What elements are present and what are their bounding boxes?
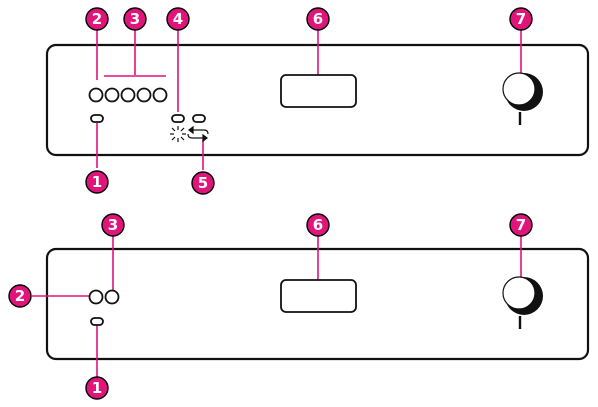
callout-6-top: 6 — [306, 7, 330, 31]
callout-3-bottom-label: 3 — [108, 216, 118, 234]
display-top — [280, 74, 357, 108]
callout-2-bottom-label: 2 — [15, 287, 25, 305]
callout-7-top-circle — [509, 7, 533, 31]
indicator-4-right — [192, 114, 206, 123]
program-indicator-2 — [120, 87, 136, 103]
callout-2-top-label: 2 — [92, 10, 102, 28]
indicator-2-top — [88, 87, 104, 103]
panel-top: 2 3 4 6 7 1 5 — [45, 7, 590, 195]
callout-5-top-label: 5 — [198, 174, 208, 192]
program-knob-top[interactable] — [502, 72, 536, 106]
callout-6-bottom-circle — [306, 213, 330, 237]
program-indicator-3 — [136, 87, 152, 103]
callout-1-top: 1 — [85, 170, 109, 194]
callout-1-bottom-label: 1 — [92, 379, 102, 397]
indicator-4-left — [171, 114, 185, 123]
indicator-2-bottom — [88, 289, 104, 305]
callout-3-bottom-circle — [101, 213, 125, 237]
callout-3-top-circle — [123, 7, 147, 31]
program-indicator-1 — [104, 87, 120, 103]
callout-3-bottom: 3 — [101, 213, 125, 237]
callout-7-top: 7 — [509, 7, 533, 31]
rinse-aid-arrows-icon — [187, 125, 209, 143]
indicator-3-bottom — [104, 289, 120, 305]
callout-2-top-circle — [85, 7, 109, 31]
callout-6-bottom: 6 — [306, 213, 330, 237]
callout-2-bottom: 2 — [8, 284, 32, 308]
callout-5-top-circle — [191, 171, 215, 195]
program-indicator-4 — [152, 87, 168, 103]
display-bottom — [280, 279, 357, 313]
program-knob-bottom[interactable] — [502, 276, 536, 310]
callout-5-top: 5 — [191, 171, 215, 195]
salt-sparkle-icon — [170, 126, 186, 142]
callout-2-top: 2 — [85, 7, 109, 31]
callout-1-bottom: 1 — [85, 376, 109, 400]
callout-4-top-circle — [166, 7, 190, 31]
callout-4-top: 4 — [166, 7, 190, 31]
callout-7-bottom: 7 — [509, 213, 533, 237]
callout-7-top-label: 7 — [516, 10, 526, 28]
rinse-aid-and-salt-indicator-icons — [170, 125, 209, 143]
callout-4-top-label: 4 — [173, 10, 183, 28]
callout-3-top: 3 — [123, 7, 147, 31]
indicator-1-bottom — [90, 317, 104, 326]
callout-1-top-label: 1 — [92, 173, 102, 191]
callout-6-top-circle — [306, 7, 330, 31]
indicator-1-top — [90, 114, 104, 123]
callout-7-bottom-label: 7 — [516, 216, 526, 234]
callout-1-top-circle — [85, 170, 109, 194]
callout-7-bottom-circle — [509, 213, 533, 237]
callout-6-bottom-label: 6 — [313, 216, 323, 234]
callout-3-top-label: 3 — [130, 10, 140, 28]
callout-1-bottom-circle — [85, 376, 109, 400]
panel-bottom: 3 6 7 2 1 — [8, 213, 590, 400]
callout-2-bottom-circle — [8, 284, 32, 308]
callout-6-top-label: 6 — [313, 10, 323, 28]
